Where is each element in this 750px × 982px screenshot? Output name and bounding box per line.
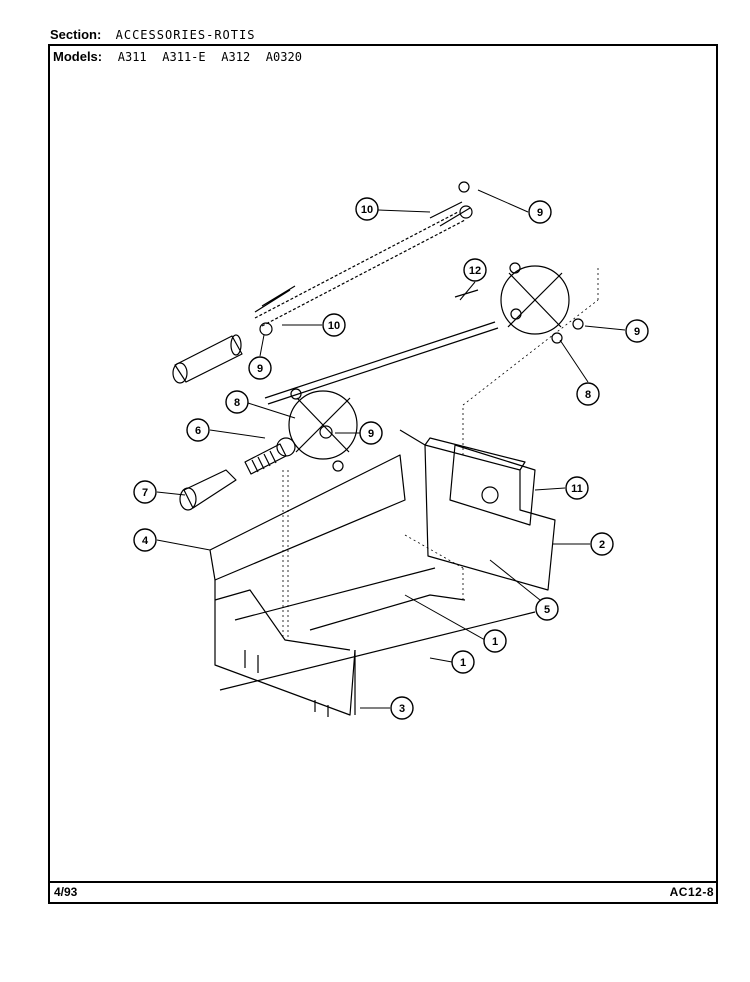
model-number: A312 xyxy=(221,50,251,64)
callout-circle xyxy=(322,313,346,337)
models-header: Models: A311 A311-E A312 A0320 xyxy=(53,49,302,64)
callout-circle xyxy=(451,650,475,674)
callout-number: 3 xyxy=(399,703,405,715)
callout-circle xyxy=(625,319,649,343)
callout-leaders xyxy=(156,189,626,709)
spit-coupler xyxy=(244,437,296,475)
callout-circle xyxy=(535,597,559,621)
callout-circle xyxy=(225,390,249,414)
spit-handle xyxy=(179,469,237,511)
section-label: Section: xyxy=(50,27,102,42)
guide-lines xyxy=(282,268,599,640)
model-number: A0320 xyxy=(265,50,302,64)
models-label: Models: xyxy=(53,49,103,64)
spit-rod xyxy=(264,289,499,405)
support-rods xyxy=(219,567,536,691)
callout-number: 9 xyxy=(368,428,374,440)
callout-number: 9 xyxy=(537,207,543,219)
callout-number: 6 xyxy=(195,425,201,437)
callout-number: 1 xyxy=(460,657,466,669)
callout-circle xyxy=(355,197,379,221)
callout-number: 9 xyxy=(634,326,640,338)
callout-number: 8 xyxy=(585,389,591,401)
callout-number: 5 xyxy=(544,604,550,616)
section-header: Section: ACCESSORIES-ROTIS xyxy=(50,27,255,42)
callout-circle xyxy=(483,629,507,653)
callout-circle xyxy=(186,418,210,442)
callout-circle xyxy=(528,200,552,224)
screw xyxy=(572,318,584,330)
callout-number: 2 xyxy=(599,539,605,551)
callout-circle xyxy=(576,382,600,406)
spit-fork-right xyxy=(500,262,570,344)
diagram-frame xyxy=(48,44,718,904)
callout-number: 12 xyxy=(469,265,481,277)
callout-number: 9 xyxy=(257,363,263,375)
callout-circle xyxy=(133,528,157,552)
screw xyxy=(458,181,470,193)
skewer-handle xyxy=(172,334,243,384)
callout-circle xyxy=(463,258,487,282)
drip-pan xyxy=(209,454,466,717)
callout-circle xyxy=(590,532,614,556)
rotisserie-motor xyxy=(449,444,536,526)
callout-number: 4 xyxy=(142,535,149,547)
callout-number: 1 xyxy=(492,636,498,648)
revision-date: 4/93 xyxy=(54,885,78,899)
callout-number: 7 xyxy=(142,487,148,499)
upper-skewer xyxy=(254,201,473,336)
callout-number: 10 xyxy=(361,204,373,216)
callout-number: 11 xyxy=(571,483,583,495)
callout-circle xyxy=(248,356,272,380)
callout-circle xyxy=(133,480,157,504)
spit-fork-left xyxy=(288,388,358,472)
callout-circle xyxy=(359,421,383,445)
callout-circle xyxy=(565,476,589,500)
model-number: A311 xyxy=(117,50,147,64)
page-code: AC12-8 xyxy=(669,885,714,899)
model-number: A311-E xyxy=(162,50,206,64)
section-value: ACCESSORIES-ROTIS xyxy=(115,28,256,42)
callout-number: 8 xyxy=(234,397,240,409)
footer-divider xyxy=(48,881,718,883)
callout-number: 10 xyxy=(328,320,340,332)
callout-circle xyxy=(390,696,414,720)
